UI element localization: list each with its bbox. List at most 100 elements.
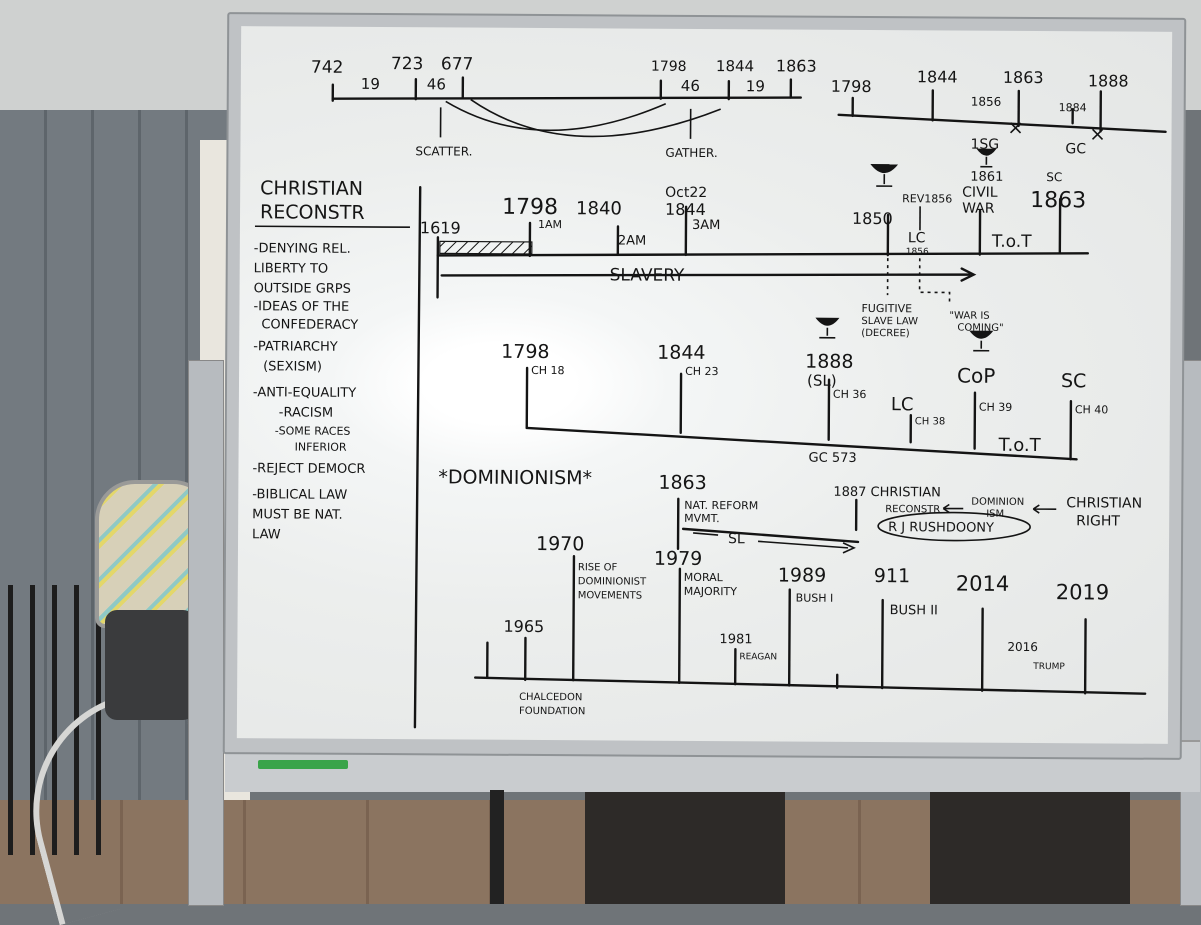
tr-year-1863: 1863 (1003, 68, 1044, 87)
tr-year-1798: 1798 (831, 77, 872, 96)
cup-icon (870, 164, 899, 187)
chapter-39: CH 39 (979, 401, 1013, 414)
left-item: INFERIOR (295, 440, 347, 453)
left-item: LAW (252, 527, 281, 542)
left-item: -PATRIARCHY (253, 339, 338, 355)
war-coming-2: COMING" (957, 323, 1003, 334)
tr-year-1888: 1888 (1088, 71, 1129, 90)
reagan-label: REAGAN (739, 652, 777, 662)
rise-3: MOVEMENTS (578, 590, 642, 601)
bush-1: BUSH I (796, 592, 834, 605)
gather-label: GATHER. (665, 146, 717, 160)
span-19: 19 (361, 75, 380, 93)
mod-year-2019: 2019 (1056, 580, 1110, 604)
slav-year-1798: 1798 (502, 195, 558, 220)
tot-label: T.o.T (991, 232, 1032, 252)
rushdoony-circle (877, 511, 1031, 542)
left-item: -REJECT DEMOCR (252, 461, 365, 477)
slav-oct22: Oct22 (665, 185, 707, 201)
rushdoony-label: R J RUSHDOONY (888, 520, 994, 536)
year-742: 742 (311, 58, 344, 78)
tr-label-gc: GC (1065, 141, 1086, 157)
office-chair-right (930, 770, 1130, 904)
mod-year-1965: 1965 (503, 617, 544, 636)
sl-label: SL (728, 531, 745, 547)
cup-icon (815, 317, 840, 339)
chapter-timeline: 1798 1844 1888 (SL) CoP LC SC CH 18 CH 2… (501, 317, 1108, 466)
moral-1: MORAL (684, 571, 724, 584)
top-prophetic-timeline: 742 723 677 1798 1844 1863 19 46 46 19 S… (311, 54, 817, 160)
dominionism-title: *DOMINIONISM* (438, 466, 592, 489)
bush-2: BUSH II (890, 603, 938, 618)
left-column: CHRISTIAN RECONSTR -DENYING REL. LIBERTY… (252, 177, 422, 729)
nat-reform-1: NAT. REFORM (684, 499, 758, 512)
mod-year-2014: 2014 (956, 572, 1010, 596)
left-item: (SEXISM) (263, 359, 322, 374)
left-item: -IDEAS OF THE (253, 299, 349, 315)
christian-right-1: CHRISTIAN (1066, 495, 1142, 511)
left-item: OUTSIDE GRPS (254, 281, 351, 297)
rise-2: DOMINIONIST (578, 576, 647, 587)
year-677: 677 (441, 54, 474, 74)
civil-1861: 1861 (970, 170, 1003, 185)
office-chair-left (585, 770, 785, 904)
lc-year: 1856 (906, 247, 929, 257)
mark-1am: 1AM (538, 218, 562, 231)
war-coming-1: "WAR IS (949, 310, 989, 321)
whiteboard: 742 723 677 1798 1844 1863 19 46 46 19 S… (222, 12, 1187, 760)
reconstr-label: RECONSTR (885, 504, 940, 515)
ch-sl: (SL) (807, 372, 837, 390)
stand-post-left (188, 360, 224, 906)
christian-reconstr-1887: 1887 CHRISTIAN (833, 485, 941, 501)
ch-year-1844: 1844 (657, 342, 705, 364)
mod-year-1981: 1981 (719, 632, 752, 647)
slav-year-1863: 1863 (1030, 188, 1086, 213)
mod-year-1979: 1979 (654, 548, 702, 570)
span-46: 46 (427, 75, 446, 93)
dominionism-section: *DOMINIONISM* 1863 NAT. REFORM MVMT. SL … (438, 466, 1142, 554)
hatched-period (439, 240, 533, 255)
whiteboard-surface: 742 723 677 1798 1844 1863 19 46 46 19 S… (236, 26, 1173, 744)
trump-label: TRUMP (1032, 662, 1065, 672)
slav-year-1619: 1619 (420, 218, 461, 237)
chapter-38: CH 38 (915, 416, 945, 427)
chapter-36: CH 36 (833, 388, 867, 401)
mod-year-911: 911 (874, 565, 910, 587)
fugitive-1: FUGITIVE (861, 302, 912, 315)
mark-2am: 2AM (618, 233, 646, 248)
heading-reconstr: RECONSTR (260, 201, 365, 224)
green-marker-on-tray (258, 760, 348, 769)
left-item: MUST BE NAT. (252, 507, 343, 523)
chapter-23: CH 23 (685, 365, 719, 378)
tr-year-1844: 1844 (917, 67, 958, 86)
mod-year-1989: 1989 (778, 564, 826, 586)
heading-christian: CHRISTIAN (260, 177, 363, 200)
stand-foot (490, 790, 504, 904)
slav-year-1850: 1850 (852, 209, 893, 228)
tr-year-1884: 1884 (1059, 101, 1087, 114)
rise-1: RISE OF (578, 562, 618, 573)
moral-2: MAJORITY (684, 585, 738, 598)
cup-icon (969, 330, 994, 352)
ch-year-1888: 1888 (805, 351, 853, 373)
war-label: WAR (962, 201, 995, 217)
ch-year-1798: 1798 (501, 341, 549, 363)
dominion-1: DOMINION (971, 497, 1024, 508)
chapter-18: CH 18 (531, 364, 565, 377)
left-item: -RACISM (279, 405, 333, 420)
baby-gate (8, 585, 103, 855)
slavery-timeline: 1619 1798 1840 Oct22 1844 1850 1863 1AM … (420, 148, 1090, 339)
sc-label: SC (1046, 170, 1062, 184)
nat-reform-2: MVMT. (684, 512, 720, 525)
fugitive-2: SLAVE LAW (861, 316, 918, 327)
dom-year-1863: 1863 (658, 472, 706, 494)
top-right-timeline: 1798 1844 1863 1888 1856 1884 1SG GC (831, 67, 1167, 157)
left-item: -SOME RACES (275, 424, 351, 437)
mod-year-1970: 1970 (536, 533, 584, 555)
civil-label: CIVIL (962, 185, 998, 201)
year-1863: 1863 (776, 56, 817, 75)
left-item: LIBERTY TO (254, 261, 329, 276)
fugitive-3: (DECREE) (861, 328, 910, 339)
scatter-label: SCATTER. (415, 144, 472, 158)
